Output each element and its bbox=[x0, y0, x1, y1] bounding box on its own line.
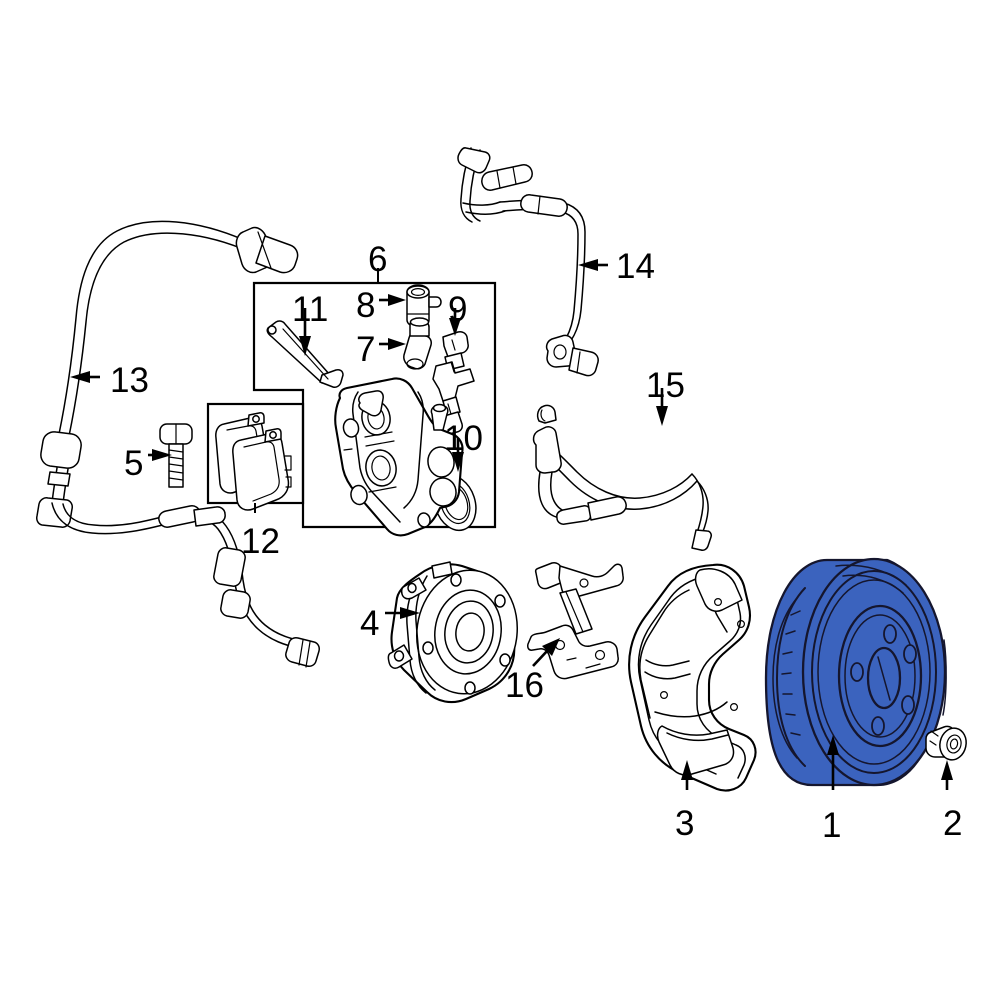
caliper-group-box bbox=[252, 281, 497, 529]
leader-10 bbox=[452, 438, 464, 472]
leader-8 bbox=[379, 294, 406, 306]
callout-label-16[interactable]: 16 bbox=[505, 666, 544, 705]
brake-hydraulic-hose-part bbox=[36, 220, 299, 528]
leader-3 bbox=[681, 760, 693, 790]
callout-label-7[interactable]: 7 bbox=[356, 330, 376, 369]
callout-label-5[interactable]: 5 bbox=[124, 444, 144, 483]
brake-wear-sensor-cable bbox=[51, 502, 320, 668]
leader-16 bbox=[532, 638, 560, 667]
wheel-hub-bearing-part bbox=[387, 561, 519, 704]
caliper-bleeder-cap-part bbox=[403, 317, 432, 370]
callout-label-11[interactable]: 11 bbox=[292, 290, 329, 329]
leader-9 bbox=[449, 308, 461, 336]
leader-7 bbox=[379, 338, 406, 350]
callout-label-6[interactable]: 6 bbox=[368, 240, 388, 279]
leader-14 bbox=[578, 259, 608, 271]
leader-1 bbox=[827, 735, 839, 790]
caliper-dust-boot-part bbox=[406, 284, 442, 328]
caliper-mounting-bracket-part bbox=[527, 562, 624, 680]
leader-15 bbox=[656, 388, 668, 426]
mounting-bolt-part bbox=[159, 423, 193, 488]
brake-rotor-disc-part bbox=[764, 557, 947, 787]
leader-2 bbox=[941, 760, 953, 790]
brake-caliper-body-part bbox=[334, 377, 464, 537]
callout-label-15[interactable]: 15 bbox=[646, 366, 685, 405]
callout-label-13[interactable]: 13 bbox=[110, 361, 149, 400]
brake-pad-set-part bbox=[215, 412, 292, 511]
caliper-guide-pin-part bbox=[266, 320, 344, 388]
leader-13 bbox=[70, 371, 100, 383]
leader-11 bbox=[299, 308, 311, 356]
rotor-set-screw-part bbox=[925, 725, 967, 761]
brake-line-hose-part bbox=[532, 404, 712, 551]
callout-label-2[interactable]: 2 bbox=[943, 804, 963, 843]
leader-5 bbox=[148, 449, 172, 461]
leader-4 bbox=[385, 607, 420, 619]
callout-label-8[interactable]: 8 bbox=[356, 286, 376, 325]
callout-label-14[interactable]: 14 bbox=[616, 247, 655, 286]
callout-label-3[interactable]: 3 bbox=[675, 804, 695, 843]
callout-label-12[interactable]: 12 bbox=[241, 522, 280, 561]
callout-label-4[interactable]: 4 bbox=[360, 604, 380, 643]
callout-label-1[interactable]: 1 bbox=[822, 806, 842, 845]
callout-label-10[interactable]: 10 bbox=[444, 419, 483, 458]
callout-label-9[interactable]: 9 bbox=[448, 290, 468, 329]
abs-wheel-speed-sensor-part bbox=[457, 147, 599, 377]
brake-backing-splash-shield-part bbox=[628, 563, 757, 792]
